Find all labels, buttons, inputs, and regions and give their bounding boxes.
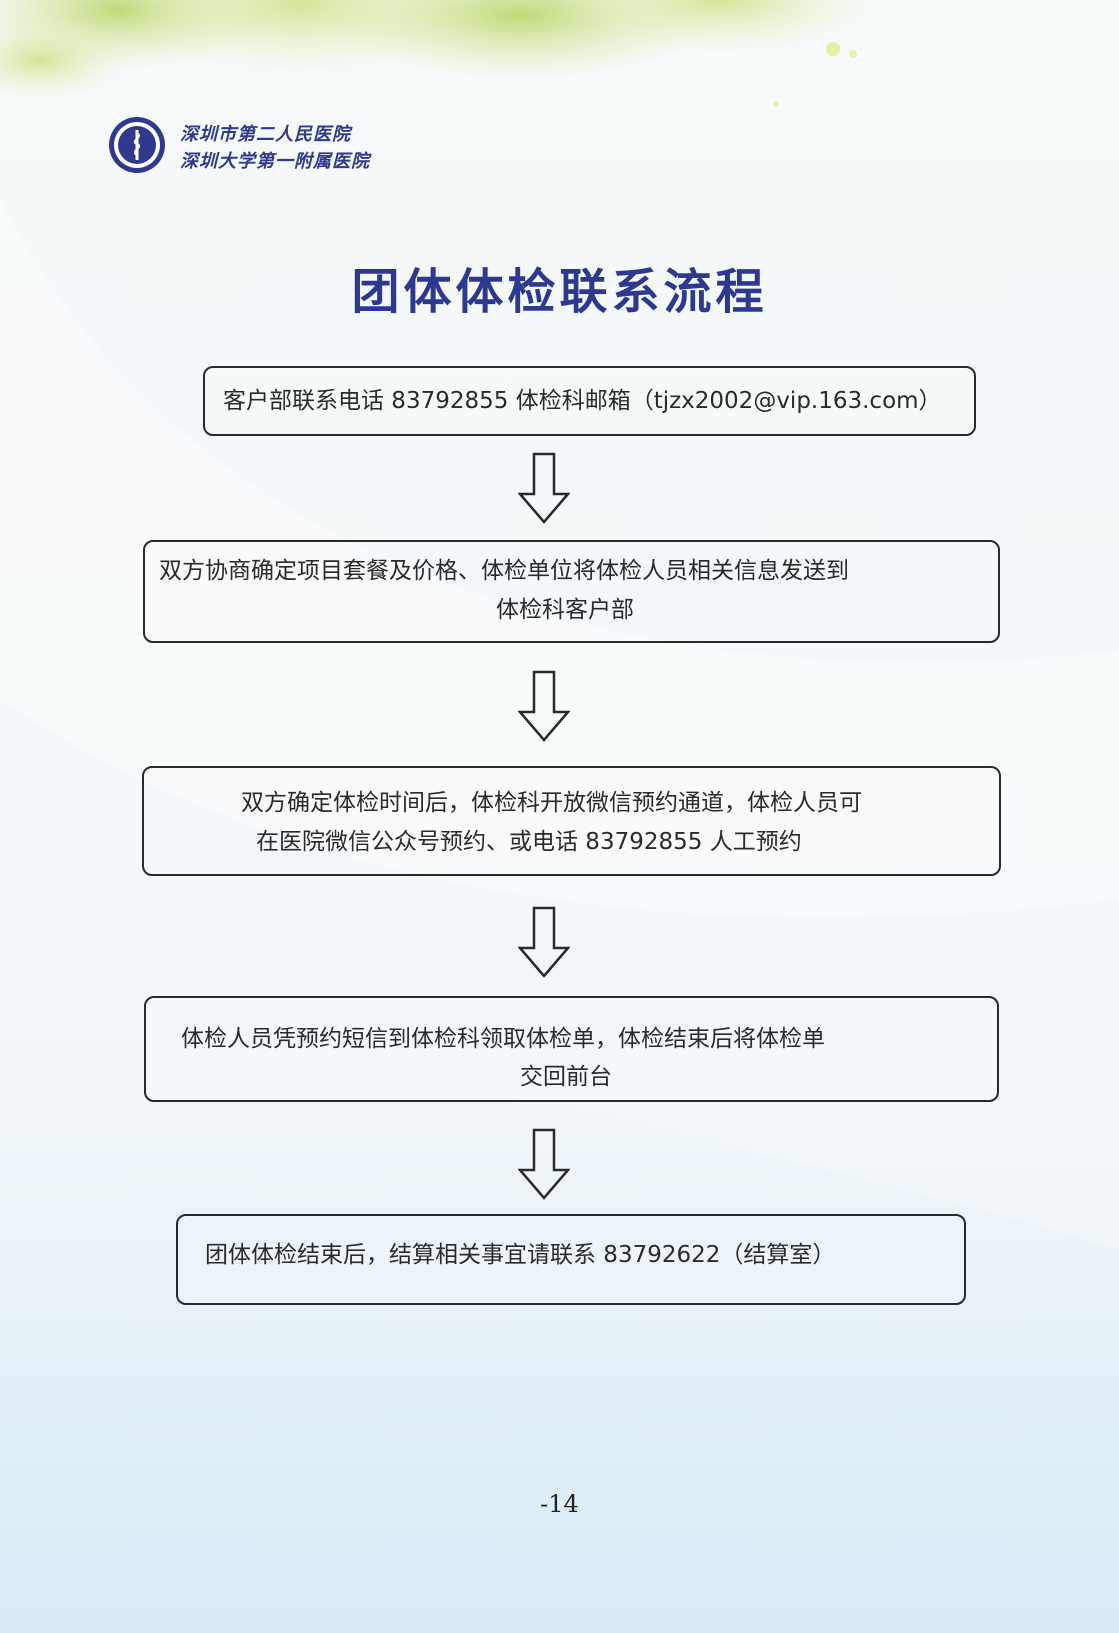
flow-step-text: 团体体检结束后，结算相关事宜请联系 83792622（结算室） — [205, 1242, 836, 1268]
flow-step-negotiate: 双方协商确定项目套餐及价格、体检单位将体检人员相关信息发送到 体检科客户部 — [143, 540, 1000, 643]
hospital-logo: 深圳市第二人民医院 深圳大学第一附属医院 — [108, 114, 369, 176]
flow-step-text: 体检人员凭预约短信到体检科领取体检单，体检结束后将体检单 — [181, 1026, 825, 1052]
down-arrow-icon — [518, 906, 570, 978]
hospital-seal-icon — [109, 117, 165, 173]
down-arrow-icon — [518, 452, 570, 524]
flow-step-text: 体检科客户部 — [496, 597, 634, 623]
page-title: 团体体检联系流程 — [351, 264, 768, 320]
page-number: -14 — [540, 1490, 579, 1518]
flow-step-booking: 双方确定体检时间后，体检科开放微信预约通道，体检人员可 在医院微信公众号预约、或… — [142, 766, 1001, 876]
down-arrow-icon — [518, 1128, 570, 1200]
logo-hospital-name: 深圳市第二人民医院 — [180, 124, 351, 145]
flow-step-text: 双方协商确定项目套餐及价格、体检单位将体检人员相关信息发送到 — [159, 558, 849, 584]
flow-step-text: 在医院微信公众号预约、或电话 83792855 人工预约 — [256, 829, 802, 855]
flow-step-checkup: 体检人员凭预约短信到体检科领取体检单，体检结束后将体检单 交回前台 — [144, 996, 999, 1102]
flow-step-contact: 客户部联系电话 83792855 体检科邮箱（tjzx2002@vip.163.… — [203, 366, 976, 436]
flow-step-text: 双方确定体检时间后，体检科开放微信预约通道，体检人员可 — [241, 790, 862, 816]
flow-step-settlement: 团体体检结束后，结算相关事宜请联系 83792622（结算室） — [176, 1214, 966, 1305]
flow-step-text: 客户部联系电话 83792855 体检科邮箱（tjzx2002@vip.163.… — [223, 388, 942, 414]
flow-step-text: 交回前台 — [520, 1064, 612, 1090]
down-arrow-icon — [518, 670, 570, 742]
logo-university-name: 深圳大学第一附属医院 — [180, 151, 370, 172]
